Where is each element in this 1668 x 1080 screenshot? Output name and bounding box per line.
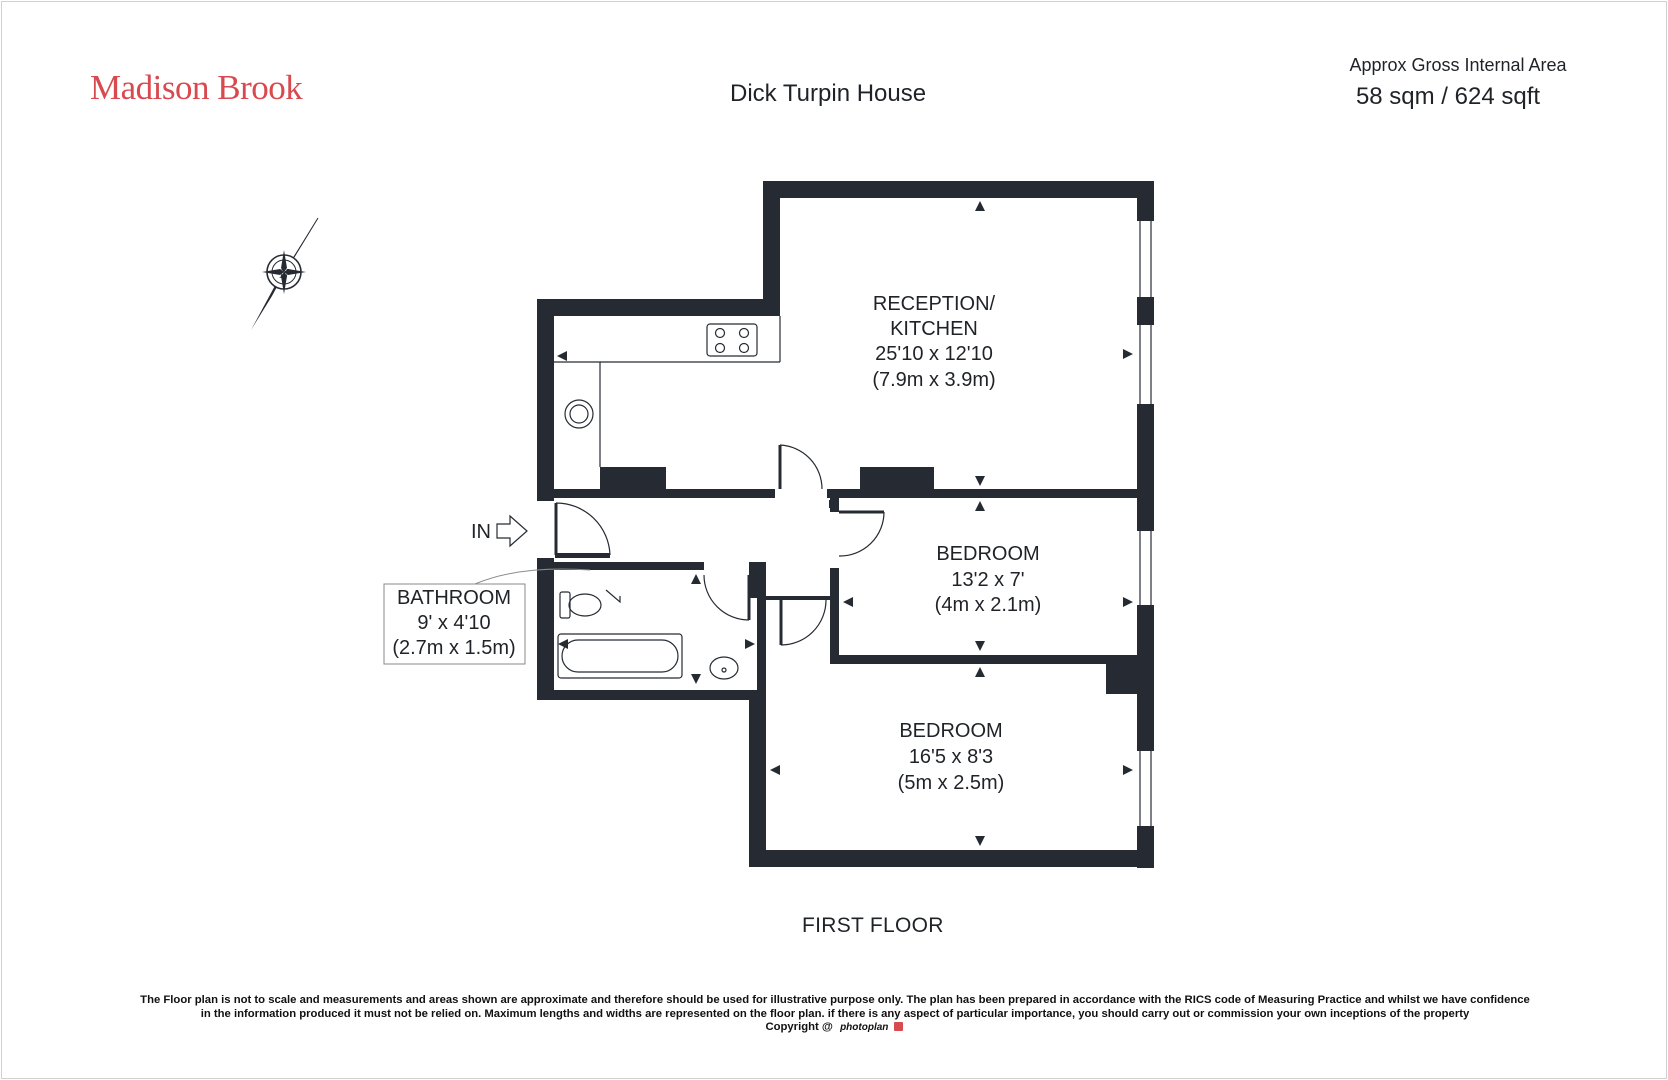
brand-logo: Madison Brook bbox=[90, 68, 303, 107]
entrance-arrow-icon bbox=[496, 514, 528, 548]
bedroom1-metric: (4m x 2.1m) bbox=[935, 594, 1042, 616]
copyright-text: Copyright @ bbox=[765, 1021, 833, 1033]
photoplan-icon bbox=[893, 1022, 903, 1031]
reception-name-line1: RECEPTION/ bbox=[873, 293, 996, 315]
compass-letter: N bbox=[278, 267, 289, 282]
reception-name-line2: KITCHEN bbox=[890, 318, 978, 340]
compass-north-icon: N bbox=[251, 217, 319, 330]
area-label: Approx Gross Internal Area bbox=[1349, 55, 1567, 75]
bathroom-metric: (2.7m x 1.5m) bbox=[392, 637, 515, 659]
bedroom2-metric: (5m x 2.5m) bbox=[898, 772, 1005, 794]
reception-metric: (7.9m x 3.9m) bbox=[872, 369, 995, 391]
kitchen-counter bbox=[554, 316, 781, 467]
property-title: Dick Turpin House bbox=[730, 80, 927, 107]
bathroom-label-pointer bbox=[474, 568, 591, 585]
windows bbox=[1139, 221, 1152, 826]
area-value: 58 sqm / 624 sqft bbox=[1355, 83, 1541, 110]
bathroom-fixtures bbox=[557, 589, 739, 680]
entrance-label: IN bbox=[471, 521, 491, 543]
bathroom-imperial: 9' x 4'10 bbox=[417, 612, 490, 634]
copyright-line: Copyright @ photoplan bbox=[0, 1021, 1668, 1033]
disclaimer-text: The Floor plan is not to scale and measu… bbox=[140, 994, 1530, 1020]
bathroom-label-box bbox=[383, 583, 526, 665]
bedroom2-imperial: 16'5 x 8'3 bbox=[909, 746, 993, 768]
bedroom1-name: BEDROOM bbox=[936, 543, 1039, 565]
bathroom-name: BATHROOM bbox=[397, 587, 511, 609]
walls bbox=[537, 181, 1154, 868]
photoplan-logo: photoplan bbox=[840, 1022, 889, 1033]
doors bbox=[554, 444, 885, 646]
dimension-markers bbox=[557, 201, 1133, 846]
bedroom1-imperial: 13'2 x 7' bbox=[951, 569, 1024, 591]
floor-label: FIRST FLOOR bbox=[802, 914, 944, 937]
reception-imperial: 25'10 x 12'10 bbox=[875, 343, 993, 365]
bedroom2-name: BEDROOM bbox=[899, 720, 1002, 742]
